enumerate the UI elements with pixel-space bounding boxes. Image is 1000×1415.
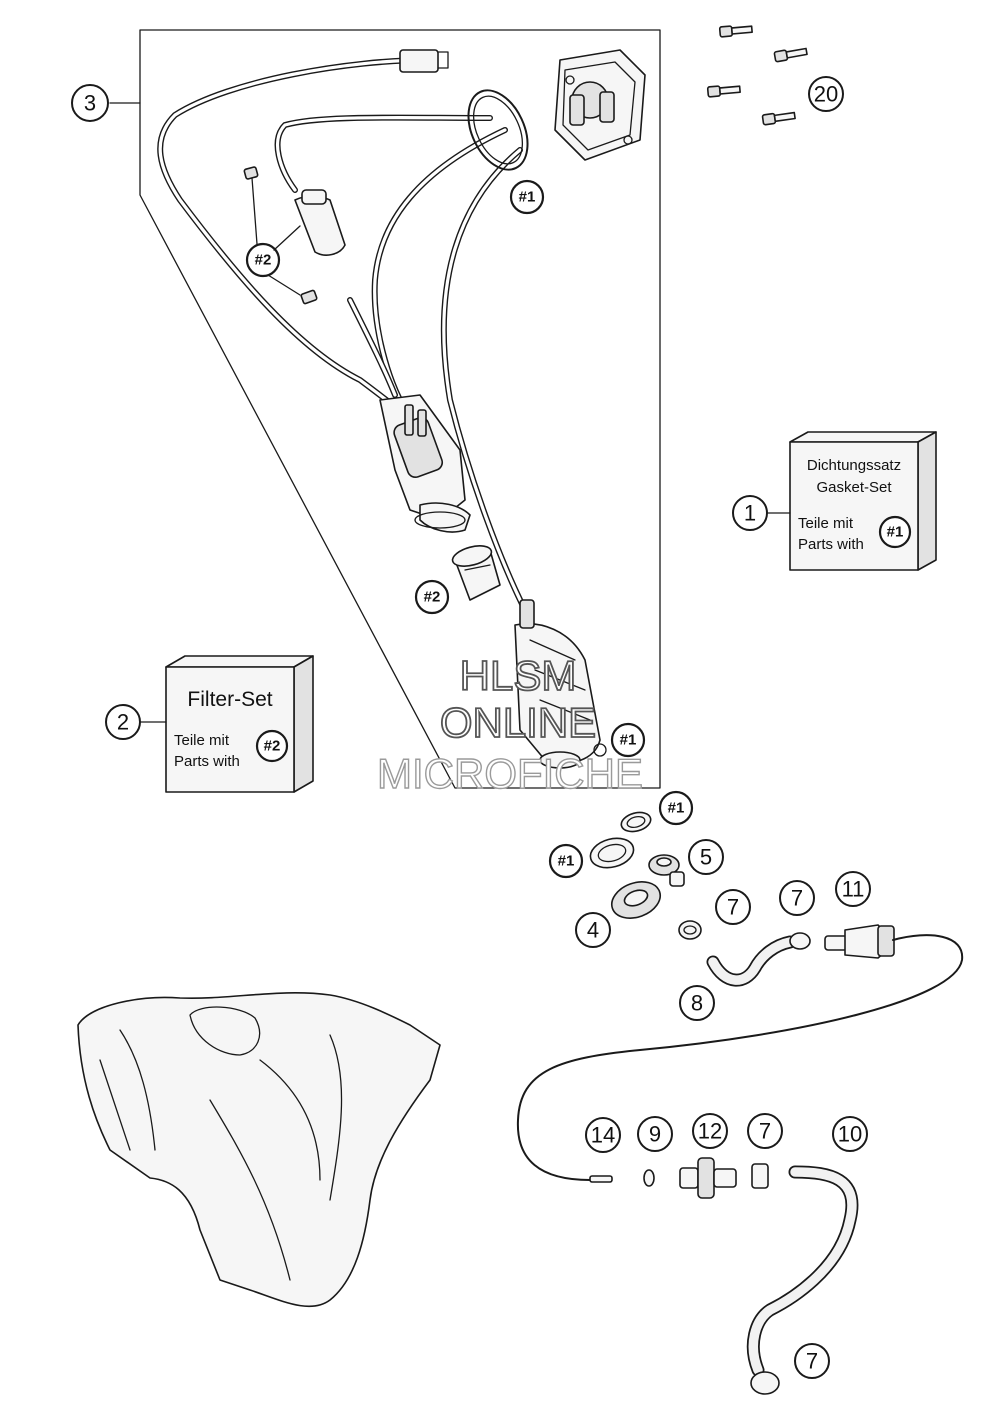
watermark-line-2: ONLINE: [440, 699, 596, 746]
callout-5: 5: [688, 839, 724, 875]
svg-text:9: 9: [649, 1122, 661, 1147]
svg-text:#1: #1: [519, 189, 536, 206]
svg-text:3: 3: [84, 91, 96, 116]
fuel-tank: [77, 991, 441, 1308]
elbow-hose: [706, 935, 797, 987]
inline-fuel-filter: [243, 166, 346, 305]
svg-text:#1: #1: [558, 853, 575, 870]
svg-text:7: 7: [759, 1119, 771, 1144]
svg-text:#1: #1: [668, 800, 685, 817]
callout-1: 1: [732, 495, 768, 531]
screw-set: [706, 25, 808, 126]
svg-text:2: 2: [117, 710, 129, 735]
pump-flange-cover: [554, 49, 646, 161]
callout-10: 10: [832, 1116, 868, 1152]
watermark-line-3: MICROFICHE: [377, 750, 643, 797]
svg-text:#2: #2: [264, 738, 281, 755]
watermark: HLSM ONLINE MICROFICHE: [376, 651, 643, 798]
callout-7: 7: [794, 1343, 830, 1379]
svg-text:4: 4: [587, 918, 599, 943]
assembly-3-outline: [139, 29, 661, 789]
svg-text:#2: #2: [255, 252, 272, 269]
filter-set-ref-badge: #2: [255, 729, 289, 763]
fuel-pump-reservoir: [514, 599, 607, 769]
callout-20: 20: [808, 76, 844, 112]
svg-text:#2: #2: [424, 589, 441, 606]
callout-14: 14: [585, 1117, 621, 1153]
svg-text:5: 5: [700, 845, 712, 870]
callout-12: 12: [692, 1113, 728, 1149]
ref-badge-gasket: #1: [658, 790, 694, 826]
fuel-pump-body: [379, 394, 471, 533]
hose-connector: [679, 1157, 737, 1199]
fuel-line: [516, 934, 964, 1181]
gasket-set-label-en: Gasket-Set: [816, 479, 892, 496]
callout-8: 8: [679, 985, 715, 1021]
drain-hose: [746, 1165, 859, 1377]
callout-9: 9: [637, 1116, 673, 1152]
svg-text:#1: #1: [887, 524, 904, 541]
gasket-set-parts-de: Teile mit: [798, 515, 854, 532]
hose-clamp-bottom: [750, 1371, 780, 1395]
svg-text:#1: #1: [620, 732, 637, 749]
svg-text:10: 10: [838, 1122, 862, 1147]
ref-badge-gasket: #1: [548, 843, 584, 879]
fuel-pump-harness: [157, 49, 528, 613]
ref-badge-filter: #2: [245, 242, 281, 278]
hose-clip: [589, 1175, 613, 1183]
outlet-flange: [610, 881, 662, 919]
filter-sleeve: [451, 545, 501, 601]
callout-7: 7: [779, 880, 815, 916]
svg-text:7: 7: [727, 895, 739, 920]
gasket-set-label-de: Dichtungssatz: [807, 457, 901, 474]
filter-set-parts-de: Teile mit: [174, 732, 230, 749]
o-ring: [643, 1169, 655, 1187]
filter-set-title: Filter-Set: [187, 688, 272, 711]
ref-badge-gasket: #1: [610, 722, 646, 758]
gasket-set-ref-badge: #1: [878, 515, 912, 549]
quick-connector: [824, 924, 895, 959]
callout-7: 7: [715, 889, 751, 925]
outlet-gaskets: [589, 811, 652, 869]
svg-text:8: 8: [691, 991, 703, 1016]
filter-set-box: [165, 655, 314, 793]
svg-text:1: 1: [744, 501, 756, 526]
outlet-fitting: [648, 854, 685, 887]
svg-text:7: 7: [791, 886, 803, 911]
callout-2: 2: [105, 704, 141, 740]
callout-4: 4: [575, 912, 611, 948]
svg-text:14: 14: [591, 1123, 615, 1148]
ref-badge-gasket: #1: [509, 179, 545, 215]
callout-3: 3: [71, 84, 109, 122]
callout-11: 11: [835, 871, 871, 907]
svg-text:7: 7: [806, 1349, 818, 1374]
hose-clamp-lower: [751, 1163, 769, 1189]
ref-badge-filter: #2: [414, 579, 450, 615]
filter-set-parts-en: Parts with: [174, 753, 240, 770]
hose-clamp-upper: [678, 920, 702, 940]
pump-flange-gasket: [467, 89, 529, 171]
svg-text:20: 20: [814, 82, 838, 107]
svg-text:11: 11: [842, 877, 865, 902]
callout-7: 7: [747, 1113, 783, 1149]
gasket-set-parts-en: Parts with: [798, 536, 864, 553]
gasket-set-box: [789, 431, 937, 571]
svg-text:12: 12: [698, 1119, 722, 1144]
watermark-line-1: HLSM: [460, 652, 577, 699]
hose-clamp-mid: [789, 932, 811, 950]
